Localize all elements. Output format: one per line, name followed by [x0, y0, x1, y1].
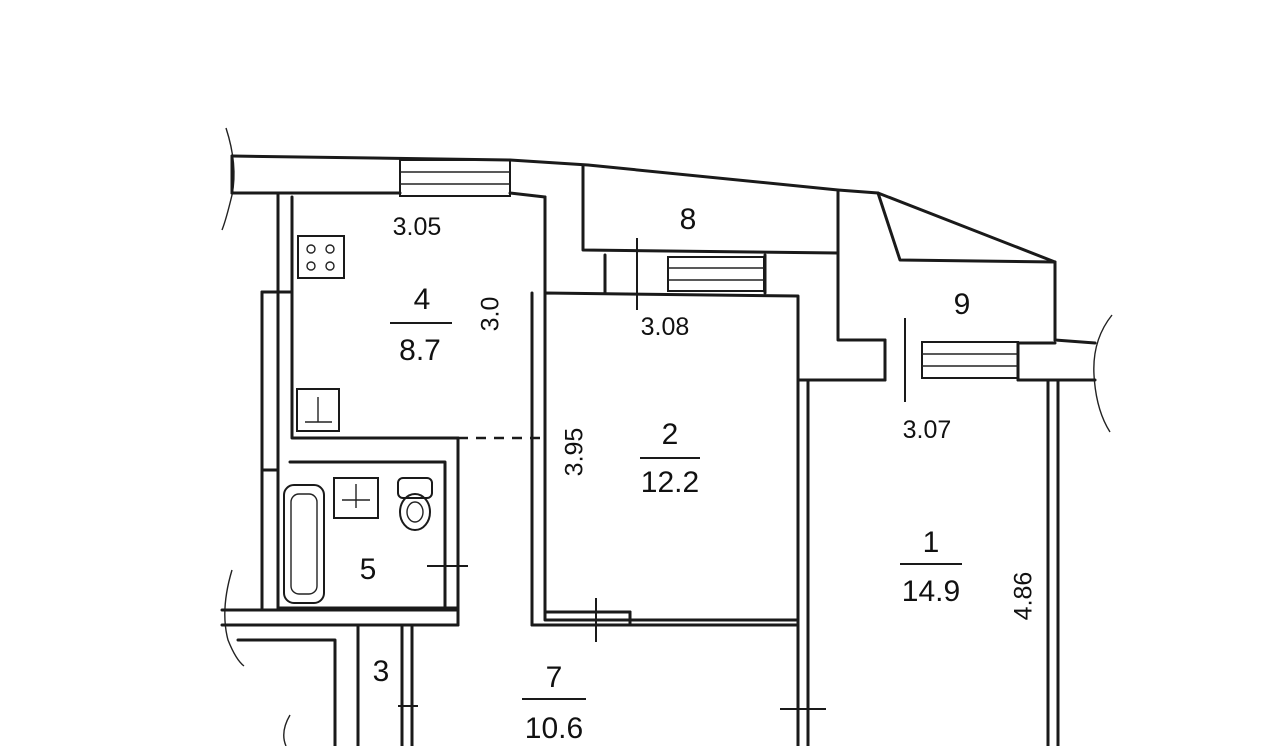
room-3-walls — [236, 623, 418, 746]
room-2-width-dimension: 3.08 — [641, 313, 690, 341]
room-7-area: 10.6 — [525, 712, 583, 745]
toilet-icon — [397, 477, 433, 531]
room-5-number: 5 — [360, 553, 377, 586]
room-8-number: 8 — [680, 203, 697, 236]
balcony-8-walls — [543, 163, 840, 295]
room-1-width-dimension: 3.07 — [903, 416, 952, 444]
room-1-number: 1 — [923, 526, 940, 559]
room-1-area: 14.9 — [902, 575, 960, 608]
washbasin-icon — [333, 477, 379, 519]
room-4-walls — [290, 290, 540, 440]
balcony-9-walls — [836, 191, 1057, 342]
kitchen-depth-dimension: 3.0 — [477, 297, 505, 332]
room-3-number: 3 — [373, 655, 390, 688]
room-5-walls — [220, 436, 468, 627]
room-1-depth-dimension: 4.86 — [1010, 572, 1038, 621]
room-2-depth-dimension: 3.95 — [561, 428, 589, 477]
bathtub-icon — [283, 484, 325, 604]
room-2-area: 12.2 — [641, 466, 699, 499]
sink-icon — [296, 388, 340, 432]
room-7-number: 7 — [546, 661, 563, 694]
kitchen-width-dimension: 3.05 — [393, 213, 442, 241]
window-kitchen — [399, 159, 511, 197]
room-4-number: 4 — [414, 283, 431, 316]
cut-line-right — [1093, 314, 1113, 433]
exterior-wall — [230, 154, 1097, 746]
room-9-number: 9 — [954, 288, 971, 321]
stove-icon — [297, 235, 345, 279]
cut-line-left-bottom — [224, 569, 245, 667]
cut-line-left-top — [221, 127, 235, 231]
cut-line-bottom-left — [283, 714, 291, 746]
window-room-1 — [883, 338, 1020, 382]
window-room-2 — [603, 253, 767, 295]
room-4-area: 8.7 — [399, 334, 441, 367]
room-1-walls — [780, 378, 887, 746]
room-2-number: 2 — [662, 418, 679, 451]
